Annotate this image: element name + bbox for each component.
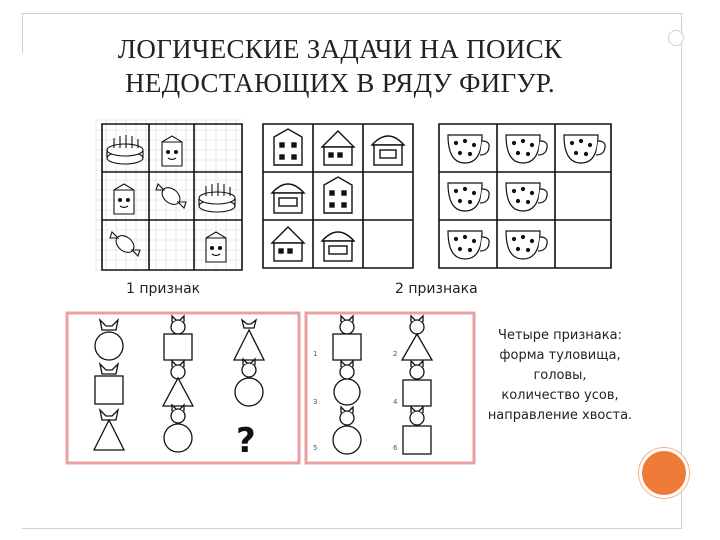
house-square-roof-dots	[273, 128, 303, 166]
cat-triangle-body	[161, 359, 195, 407]
svg-text:1: 1	[313, 350, 317, 358]
cup-icon	[563, 134, 606, 164]
title-line-2: НЕДОСТАЮЩИХ В РЯДУ ФИГУР.	[125, 68, 555, 98]
cup-icon	[447, 230, 490, 260]
slide-title: ЛОГИЧЕСКИЕ ЗАДАЧИ НА ПОИСК НЕДОСТАЮЩИХ В…	[20, 32, 660, 100]
juice-box-icon	[161, 135, 183, 167]
house-arch-roof	[270, 183, 306, 214]
puzzle-cups-grid	[438, 123, 612, 269]
puzzle-cats-left: ?	[65, 311, 301, 465]
cat-circle-body	[333, 359, 361, 406]
cat-triangle-body	[400, 314, 434, 361]
cat-triangle-body	[92, 408, 126, 451]
cat-triangle-body	[232, 318, 266, 361]
note-line: Четыре признака:	[498, 328, 622, 343]
svg-text:6: 6	[393, 444, 398, 452]
puzzle-houses-grid	[262, 123, 414, 269]
cat-circle-body	[234, 357, 264, 407]
frame-bottom-line	[22, 528, 682, 529]
frame-right-line	[681, 13, 682, 528]
svg-text:2: 2	[393, 350, 397, 358]
house-arch-roof	[370, 135, 406, 166]
cat-square-body	[163, 314, 193, 361]
cake-icon	[106, 135, 144, 165]
missing-figure-question-mark: ?	[236, 421, 256, 461]
accent-orange-circle	[639, 448, 689, 498]
puzzle-cakes-grid	[95, 119, 243, 271]
frame-top-line	[22, 13, 682, 14]
four-features-note: Четыре признака: форма туловища, головы,…	[470, 326, 650, 426]
cup-icon	[447, 182, 490, 212]
cat-circle-body	[402, 405, 432, 455]
svg-text:5: 5	[313, 444, 317, 452]
cup-icon	[447, 134, 490, 164]
note-line: головы,	[533, 368, 587, 383]
house-triangle-roof	[270, 226, 306, 262]
cake-icon	[198, 183, 236, 213]
svg-text:3: 3	[313, 398, 317, 406]
frame-left-line	[22, 13, 23, 53]
cat-square-body	[332, 314, 362, 361]
house-square-roof-dots	[323, 176, 353, 214]
cat-circle-body	[94, 318, 124, 361]
house-triangle-roof	[320, 130, 356, 166]
caption-two-features: 2 признака	[395, 281, 478, 297]
candy-icon	[155, 182, 187, 210]
house-arch-roof	[320, 231, 356, 262]
note-line: форма туловища,	[499, 348, 621, 363]
juice-box-icon	[205, 231, 227, 263]
note-line: направление хвоста.	[487, 408, 633, 423]
cat-square-body	[402, 359, 432, 407]
title-line-1: ЛОГИЧЕСКИЕ ЗАДАЧИ НА ПОИСК	[117, 34, 563, 64]
cup-icon	[505, 230, 548, 260]
cup-icon	[505, 134, 548, 164]
accent-ring	[668, 30, 684, 46]
cat-circle-body	[163, 403, 193, 453]
cat-square-body	[332, 405, 362, 455]
svg-text:4: 4	[393, 398, 398, 406]
juice-box-icon	[113, 183, 135, 215]
caption-one-feature: 1 признак	[126, 281, 201, 297]
candy-icon	[109, 230, 141, 258]
puzzle-cats-right: 1 2 3 4 5 6	[304, 311, 476, 465]
note-line: количество усов,	[501, 388, 619, 403]
cat-square-body	[94, 362, 124, 405]
cup-icon	[505, 182, 548, 212]
